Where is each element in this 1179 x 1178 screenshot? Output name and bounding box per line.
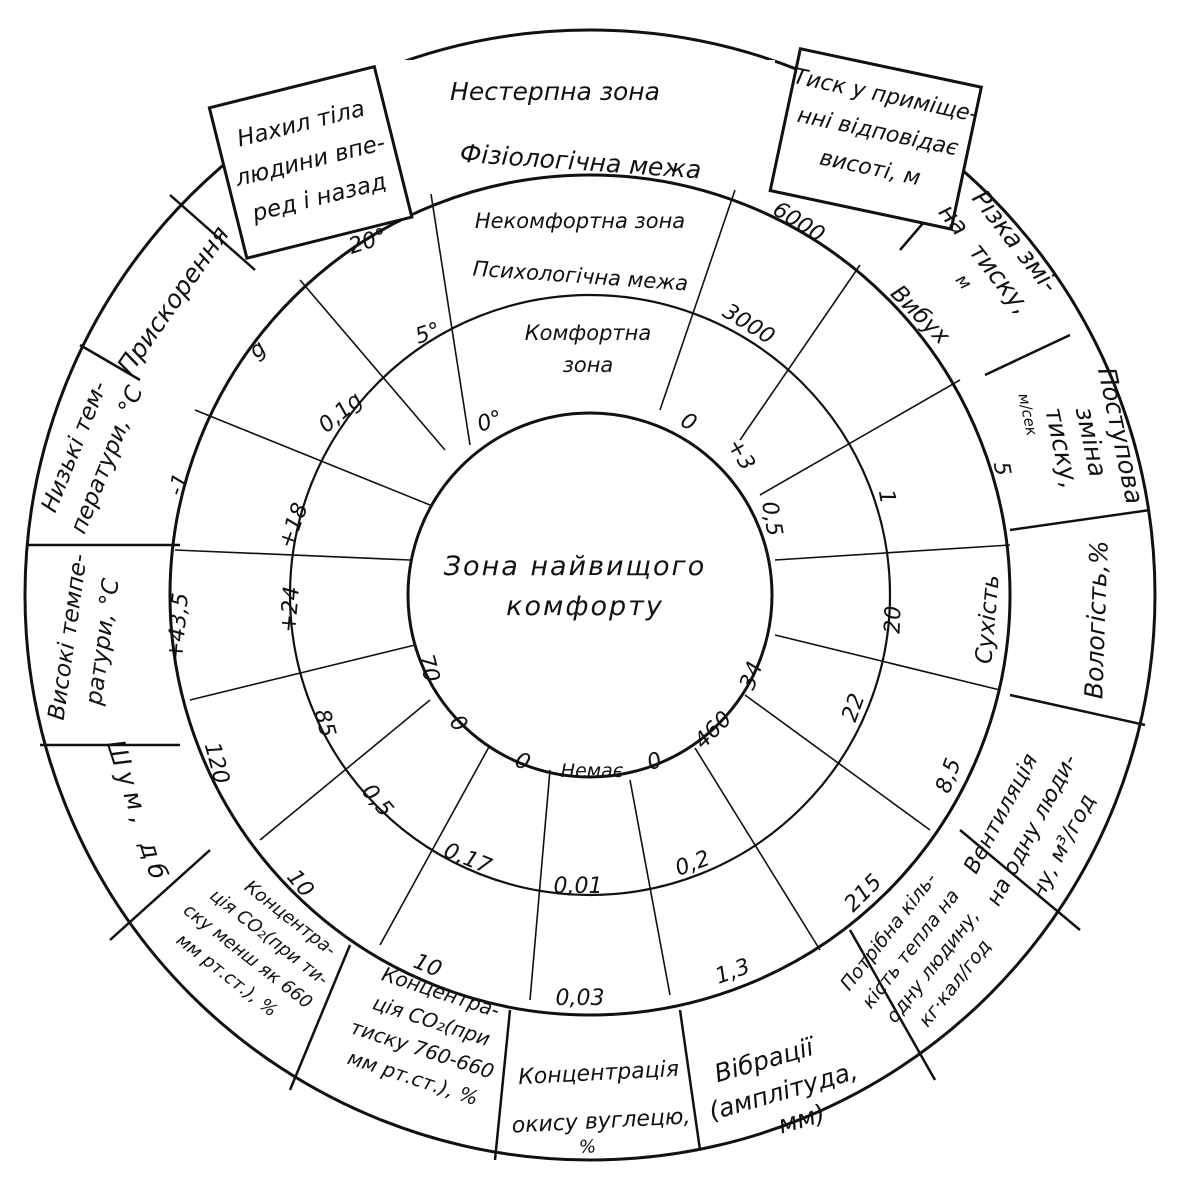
- comfortable-zone-label-2: зона: [563, 353, 614, 377]
- gradual-mid-value: 1: [873, 488, 900, 506]
- high-temp-outer-value: +43,5: [163, 592, 194, 661]
- humidity-label: Вологість,%: [1079, 540, 1114, 699]
- pressure-box: [768, 46, 984, 231]
- gradual-outer-value: 5: [988, 460, 1015, 478]
- unbearable-zone-label: Нестерпна зона: [450, 77, 660, 106]
- high-temp-mid-value: +24: [276, 585, 305, 633]
- center-ring: [406, 411, 774, 779]
- center-label-1: Зона найвищого: [444, 551, 706, 582]
- physiological-limit-ring: [168, 173, 1012, 1017]
- center-label-2: комфорту: [506, 591, 664, 622]
- co-outer-value: 0,03: [556, 986, 605, 1011]
- uncomfortable-zone-label: Некомфортна зона: [475, 209, 685, 233]
- comfortable-zone-label-1: Комфортна: [525, 321, 652, 345]
- tilt-box: [207, 64, 414, 261]
- outer-ring: [23, 28, 1157, 1162]
- co-inner-value: Немає: [561, 760, 624, 782]
- co-label-3: %: [578, 1136, 596, 1158]
- co-mid-value: 0,01: [554, 874, 603, 899]
- psychological-limit-ring: [288, 293, 892, 897]
- humidity-mid-value: 20: [881, 605, 907, 634]
- gradual-inner-value: 0,5: [756, 499, 787, 538]
